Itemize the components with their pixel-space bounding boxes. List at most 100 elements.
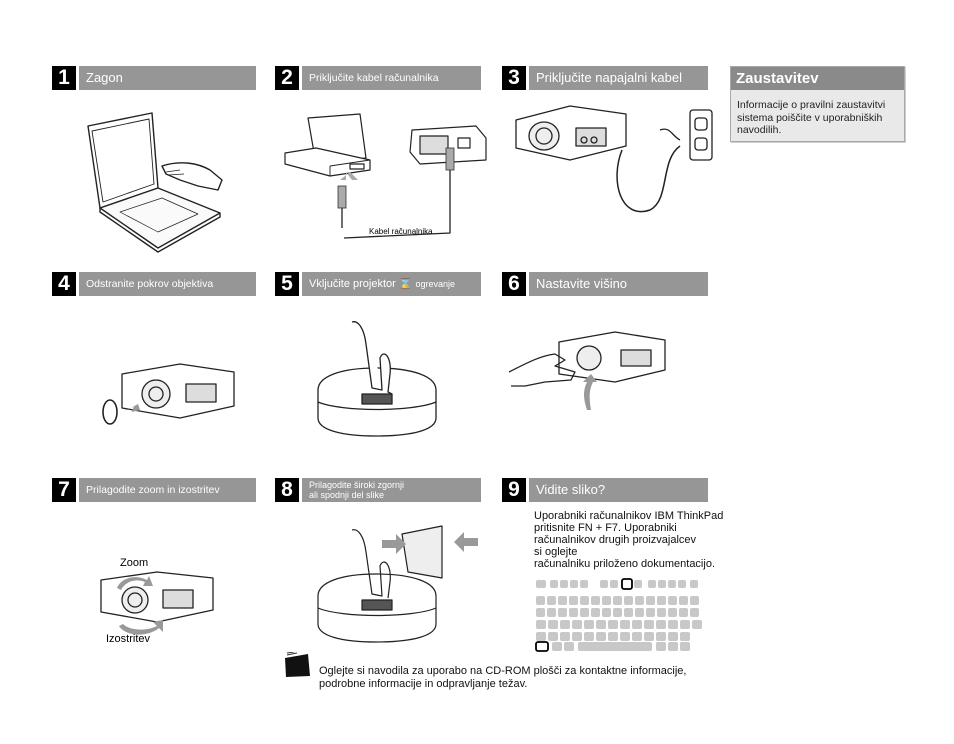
step-number: 3 <box>502 66 526 90</box>
keyboard-key <box>547 608 556 617</box>
step-9-instructions: Uporabniki računalnikov IBM ThinkPad pri… <box>534 510 754 570</box>
keyboard-fn-f7-illustration <box>535 578 702 652</box>
keyboard-key <box>656 642 666 651</box>
keyboard-key <box>580 608 589 617</box>
step-5-header: 5 Vključite projektor⌛ogrevanje <box>275 272 481 296</box>
keyboard-key <box>536 608 545 617</box>
step-number: 6 <box>502 272 526 296</box>
keyboard-key <box>548 620 558 629</box>
adjust-height-illustration <box>508 331 666 410</box>
keyboard-key <box>580 596 589 605</box>
instruction-line: računalnikov drugih proizvajalcev <box>534 534 697 546</box>
step-title: Prilagodite zoom in izostritev <box>79 478 256 502</box>
keyboard-key <box>536 620 546 629</box>
keyboard-key <box>536 596 545 605</box>
power-cable-outlet-illustration <box>515 105 713 213</box>
shutdown-text: Informacije o pravilni zaustavitvi siste… <box>737 99 886 136</box>
keyboard-key <box>602 596 611 605</box>
keyboard-key <box>584 620 594 629</box>
keyboard-key <box>572 620 582 629</box>
keyboard-key <box>668 608 677 617</box>
laptop-open-illustration <box>87 112 223 253</box>
keyboard-key <box>547 596 556 605</box>
keyboard-key <box>644 620 654 629</box>
keyboard-key <box>624 596 633 605</box>
cable-label: Kabel računalnika <box>369 227 433 236</box>
keyboard-key <box>569 608 578 617</box>
keyboard-key <box>602 608 611 617</box>
step-title: Nastavite višino <box>529 272 708 296</box>
step-2-header: 2 Priključite kabel računalnika <box>275 66 481 90</box>
hourglass-icon: ⌛ <box>398 278 413 290</box>
keyboard-key <box>591 608 600 617</box>
footer-line: podrobne informacije in odpravljanje tež… <box>319 678 528 690</box>
keyboard-key <box>656 632 666 641</box>
keystone-adjust-illustration <box>317 525 478 643</box>
step-number: 5 <box>275 272 299 296</box>
focus-label: Izostritev <box>106 633 151 645</box>
laptop-to-projector-cable-illustration <box>284 113 487 239</box>
step-7-header: 7 Prilagodite zoom in izostritev <box>52 478 256 502</box>
step-1-header: 1 Zagon <box>52 66 256 90</box>
step-title: Prilagodite široki zgornji ali spodnji d… <box>302 478 481 502</box>
keyboard-key <box>668 642 678 651</box>
keyboard-key <box>620 632 630 641</box>
instruction-line: Uporabniki računalnikov IBM ThinkPad <box>534 510 724 522</box>
step-4-header: 4 Odstranite pokrov objektiva <box>52 272 256 296</box>
keyboard-key <box>558 596 567 605</box>
step-title: Priključite kabel računalnika <box>302 66 481 90</box>
keyboard-key <box>679 596 688 605</box>
step-number: 1 <box>52 66 76 90</box>
keyboard-key <box>624 608 633 617</box>
instruction-line: si oglejte <box>534 546 578 558</box>
manual-book-icon <box>285 652 310 677</box>
zoom-focus-illustration <box>100 571 214 635</box>
instruction-line: pritisnite FN + F7. Uporabniki <box>534 522 677 534</box>
keyboard-key <box>560 620 570 629</box>
keyboard-key <box>692 620 702 629</box>
step-title: Priključite napajalni kabel <box>529 66 708 90</box>
step-title-line2: ali spodnji del slike <box>309 490 385 500</box>
keyboard-key <box>680 620 690 629</box>
step-number: 7 <box>52 478 76 502</box>
step-9-header: 9 Vidite sliko? <box>502 478 708 502</box>
keyboard-key <box>668 620 678 629</box>
step-3-header: 3 Priključite napajalni kabel <box>502 66 708 90</box>
keyboard-key <box>632 620 642 629</box>
keyboard-key <box>564 642 574 651</box>
keyboard-key <box>620 620 630 629</box>
keyboard-key <box>632 632 642 641</box>
keyboard-key <box>668 596 677 605</box>
keyboard-key <box>635 596 644 605</box>
keyboard-key <box>552 642 562 651</box>
zoom-label: Zoom <box>120 557 149 569</box>
keyboard-key <box>613 608 622 617</box>
keyboard-key <box>656 620 666 629</box>
press-power-button-illustration <box>317 321 437 437</box>
keyboard-key <box>646 596 655 605</box>
footer-note: Oglejte si navodila za uporabo na CD-ROM… <box>319 665 739 691</box>
shutdown-title: Zaustavitev <box>731 67 904 90</box>
step-title: Zagon <box>79 66 256 90</box>
keyboard-key <box>668 632 678 641</box>
warmup-text: ogrevanje <box>415 279 456 289</box>
keyboard-key <box>536 632 546 641</box>
keyboard-key <box>657 608 666 617</box>
keyboard-key <box>657 596 666 605</box>
instruction-line: računalniku priloženo dokumentacijo. <box>534 558 715 570</box>
shutdown-box: Zaustavitev Informacije o pravilni zaust… <box>730 66 905 142</box>
keyboard-key <box>646 608 655 617</box>
step-title-text: Vključite projektor <box>309 278 396 290</box>
keyboard-key <box>596 632 606 641</box>
keyboard-key <box>608 632 618 641</box>
step-8-header: 8 Prilagodite široki zgornji ali spodnji… <box>275 478 481 502</box>
keyboard-key <box>558 608 567 617</box>
keyboard-key <box>680 632 690 641</box>
keyboard-key <box>596 620 606 629</box>
step-number: 9 <box>502 478 526 502</box>
keyboard-key <box>548 632 558 641</box>
keyboard-key <box>608 620 618 629</box>
keyboard-key <box>560 632 570 641</box>
step-title: Odstranite pokrov objektiva <box>79 272 256 296</box>
step-title: Vidite sliko? <box>529 478 708 502</box>
